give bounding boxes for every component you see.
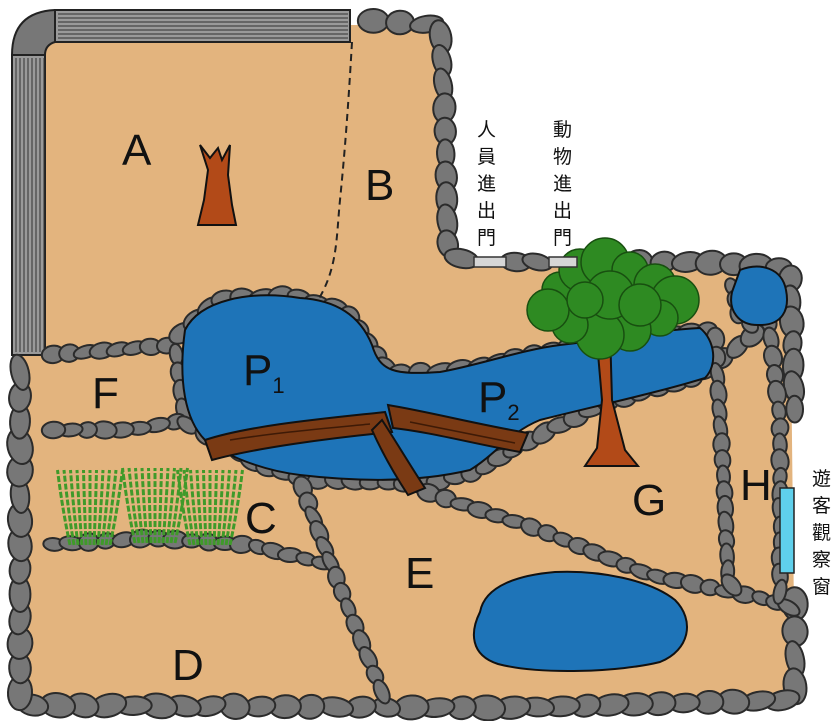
animal-entrance-char: 門	[553, 227, 572, 249]
rock	[786, 396, 803, 423]
visitor-window-char: 遊	[812, 468, 831, 490]
staff-entrance-char: 出	[477, 200, 496, 222]
visitor-window-label: 遊 客 觀 察 窗	[812, 468, 831, 598]
animal-entrance-char: 物	[553, 146, 572, 168]
leaf-cluster	[567, 282, 603, 318]
animal-door[interactable]	[549, 257, 577, 267]
leaf-cluster	[619, 284, 661, 326]
zone-label-c: C	[245, 494, 277, 543]
staff-door[interactable]	[474, 257, 506, 267]
staff-entrance-char: 進	[477, 173, 496, 195]
zone-label-e: E	[405, 549, 434, 598]
pond-h-pool	[731, 267, 787, 325]
animal-entrance-char: 出	[553, 200, 572, 222]
visitor-window-char: 觀	[812, 522, 831, 544]
staff-entrance-char: 員	[477, 146, 496, 168]
zone-label-a: A	[122, 126, 152, 175]
rock	[358, 9, 389, 33]
zone-label-h: H	[740, 461, 772, 510]
animal-entrance-char: 動	[553, 119, 572, 141]
leaf-cluster	[527, 289, 569, 331]
visitor-window-char: 窗	[812, 576, 831, 598]
visitor-window-char: 客	[812, 495, 831, 517]
zone-label-f: F	[92, 369, 119, 418]
staff-entrance-char: 人	[477, 119, 496, 141]
visitor-window-char: 察	[812, 549, 831, 571]
animal-entrance-label: 動 物 進 出 門	[553, 119, 572, 249]
rock	[385, 10, 414, 35]
animal-entrance-char: 進	[553, 173, 572, 195]
rock	[41, 421, 66, 439]
zone-label-b: B	[365, 161, 394, 210]
staff-entrance-char: 門	[477, 227, 496, 249]
visitor-window[interactable]	[780, 488, 794, 573]
zone-label-d: D	[172, 641, 204, 690]
zone-label-g: G	[632, 476, 666, 525]
staff-entrance-label: 人 員 進 出 門	[477, 119, 496, 249]
